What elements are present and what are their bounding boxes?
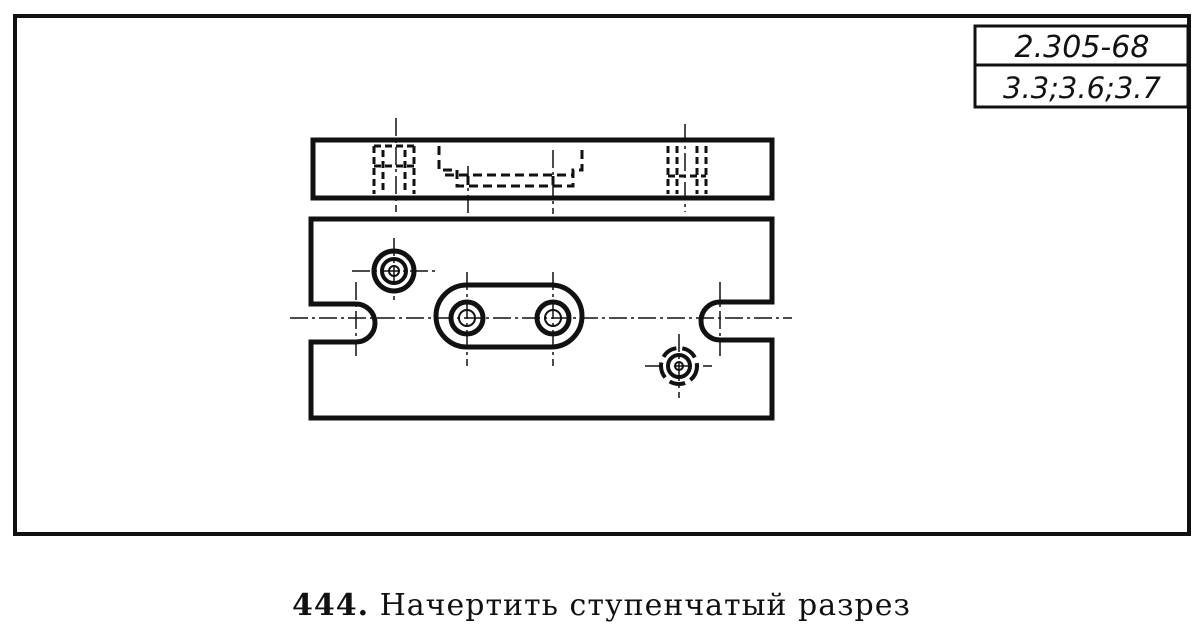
slot-outline (433, 282, 585, 350)
plate-outline (308, 216, 775, 421)
technical-drawing: 2.305-68 3.3;3.6;3.7 (13, 14, 1191, 536)
front-view (310, 118, 775, 214)
standard-number: 2.305-68 (1015, 30, 1150, 65)
drawing-frame (13, 14, 1191, 536)
section-references: 3.3;3.6;3.7 (1003, 71, 1161, 105)
plan-view (290, 216, 792, 421)
task-text: Начертить ступенчатый разрез (379, 588, 911, 623)
task-number: 444. (292, 588, 370, 623)
task-caption: 444. Начертить ступенчатый разрез (292, 588, 992, 623)
reference-stamp: 2.305-68 3.3;3.6;3.7 (973, 24, 1190, 109)
